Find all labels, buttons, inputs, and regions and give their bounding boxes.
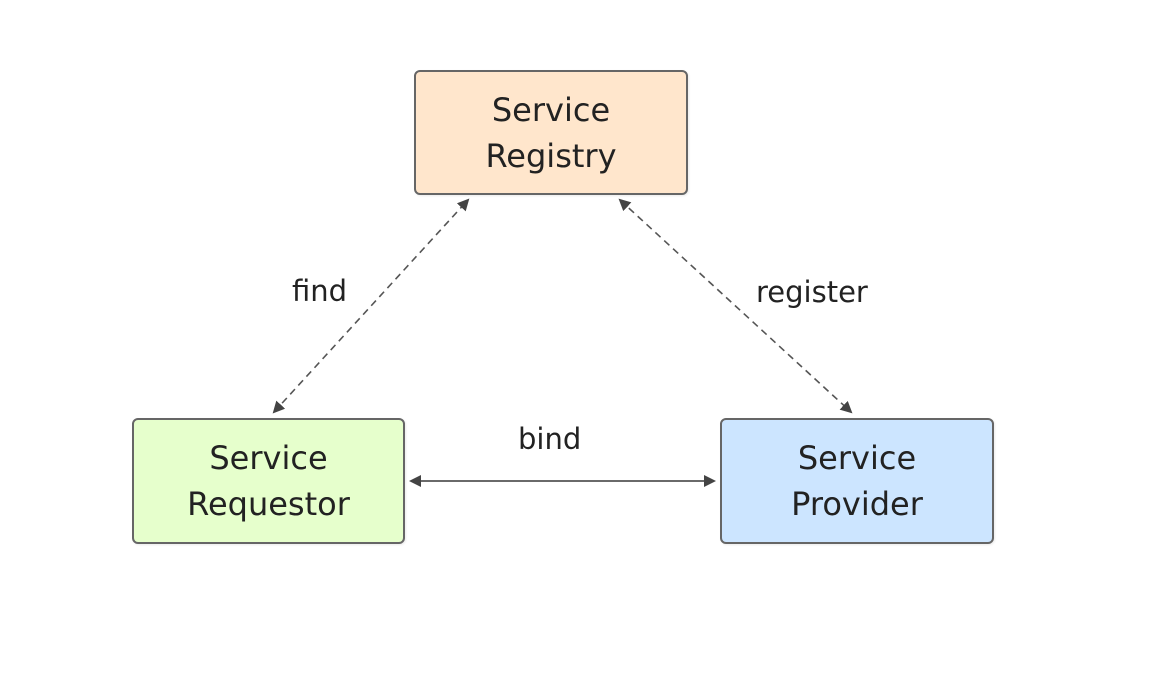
service-provider-line2: Provider: [791, 485, 923, 523]
service-registry-node[interactable]: Service Registry: [414, 70, 688, 195]
service-requestor-line1: Service: [209, 439, 328, 477]
service-registry-line1: Service: [491, 90, 611, 129]
edge-register-line: [618, 198, 853, 414]
edge-label-bind: bind: [518, 422, 582, 456]
service-requestor-line2: Requestor: [187, 485, 350, 523]
service-provider-line1: Service: [797, 439, 917, 477]
service-requestor-node[interactable]: Service Requestor: [132, 418, 405, 544]
service-registry-line2: Registry: [485, 136, 617, 175]
edge-label-find: find: [292, 274, 348, 308]
service-provider-node[interactable]: Service Provider: [720, 418, 994, 544]
edge-label-register: register: [756, 275, 868, 309]
